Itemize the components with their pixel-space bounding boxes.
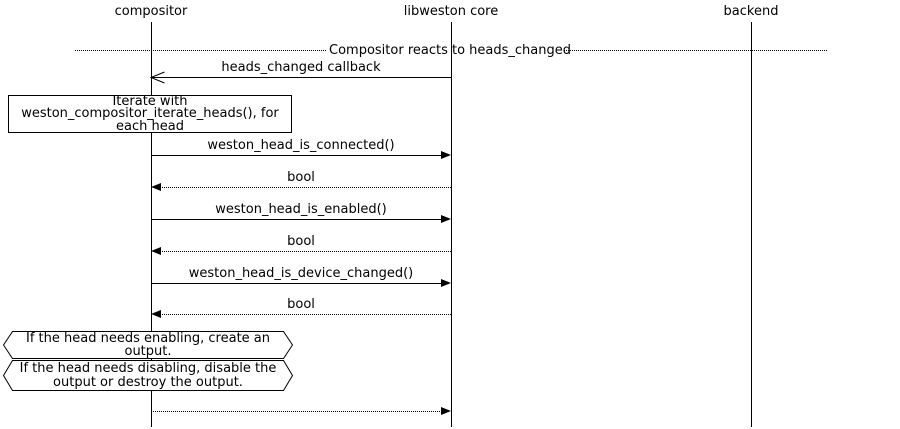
message-line-heads-changed-callback <box>151 77 451 78</box>
message-label-weston-head-is-device-changed: weston_head_is_device_changed() <box>188 266 414 281</box>
message-label-weston-head-is-connected: weston_head_is_connected() <box>207 138 395 153</box>
filled-arrowhead-left-icon <box>151 183 161 191</box>
return-line-bool-1 <box>162 187 451 188</box>
filled-arrowhead-left-icon <box>151 310 161 318</box>
actor-label-compositor: compositor <box>114 4 188 19</box>
condition-enable-output: If the head needs enabling, create an ou… <box>25 331 271 359</box>
condition-disable-output: If the head needs disabling, disable the… <box>19 361 277 390</box>
lifeline-backend <box>751 22 752 427</box>
return-label-bool-2: bool <box>287 234 315 249</box>
divider-line-left <box>75 50 326 51</box>
divider-line-right <box>564 50 827 51</box>
message-label-weston-head-is-enabled: weston_head_is_enabled() <box>215 202 387 217</box>
message-line-weston-head-is-connected <box>151 155 442 156</box>
actor-label-backend: backend <box>723 4 779 19</box>
condition-shape-disable-output <box>3 360 293 391</box>
note-iterate-heads: Iterate with weston_compositor_iterate_h… <box>8 95 292 133</box>
divider-label: Compositor reacts to heads_changed <box>329 43 571 58</box>
lifeline-compositor <box>151 22 152 427</box>
message-line-final-return <box>151 411 442 412</box>
actor-label-libweston-core: libweston core <box>403 4 499 19</box>
condition-shape-enable-output <box>3 331 293 359</box>
filled-arrowhead-right-icon <box>441 215 451 223</box>
return-line-bool-2 <box>162 251 451 252</box>
return-line-bool-3 <box>162 314 451 315</box>
message-line-weston-head-is-enabled <box>151 219 442 220</box>
return-label-bool-3: bool <box>287 297 315 312</box>
message-line-weston-head-is-device-changed <box>151 283 442 284</box>
filled-arrowhead-right-icon <box>441 279 451 287</box>
message-label-heads-changed-callback: heads_changed callback <box>221 60 381 75</box>
lifeline-libweston-core <box>451 22 452 427</box>
filled-arrowhead-left-icon <box>151 247 161 255</box>
filled-arrowhead-right-icon <box>441 151 451 159</box>
filled-arrowhead-right-icon <box>441 407 451 415</box>
open-arrowhead-icon <box>150 71 165 84</box>
return-label-bool-1: bool <box>287 170 315 185</box>
